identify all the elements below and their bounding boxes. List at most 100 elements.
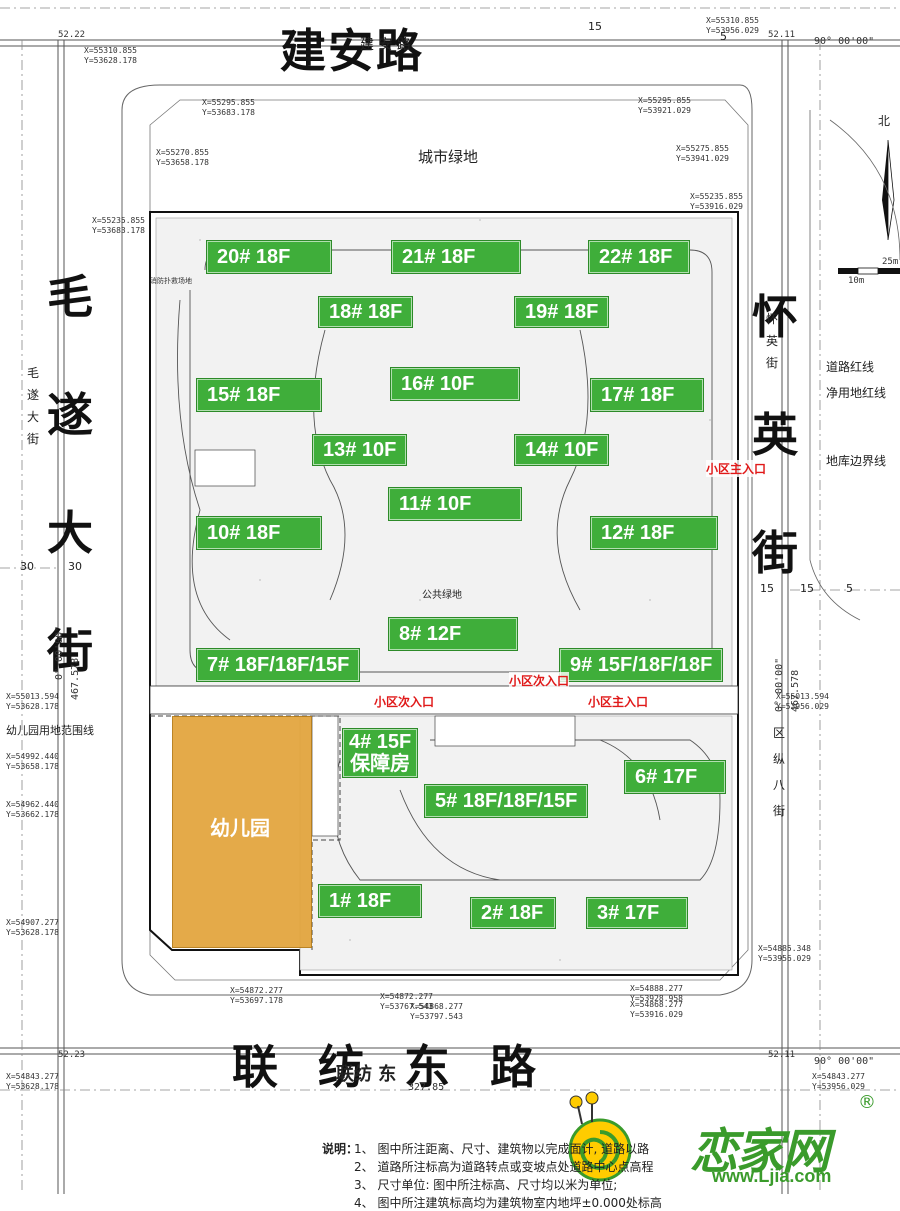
building-label: 12# 18F bbox=[601, 522, 675, 544]
dim-bottom: 327.85 bbox=[408, 1082, 445, 1093]
coordinate-label: X=54872.277 bbox=[230, 986, 283, 995]
building-label: 4# 15F bbox=[349, 731, 412, 753]
coordinate-label: Y=53916.029 bbox=[630, 1010, 683, 1019]
num-30-right: 30 bbox=[68, 560, 82, 573]
building-label: 10# 18F bbox=[207, 522, 281, 544]
city-green-label: 城市绿地 bbox=[418, 148, 479, 166]
road-width-bottom-right: 52.11 bbox=[768, 1050, 796, 1060]
building-label: 2# 18F bbox=[481, 902, 544, 924]
road-width-bottom-left: 52.23 bbox=[58, 1050, 86, 1060]
num-15-b: 15 bbox=[800, 582, 814, 595]
coordinate-label: X=54868.277 bbox=[630, 1000, 683, 1009]
coordinate-label: X=54962.440 bbox=[6, 800, 59, 809]
building-label: 9# 15F/18F/18F bbox=[570, 654, 713, 676]
num-30-left: 30 bbox=[20, 560, 34, 573]
notes-title: 说明： bbox=[322, 1142, 359, 1156]
note-1: 1、 图中所注距离、尺寸、建筑物以完成面计, 道路以路 bbox=[354, 1142, 650, 1156]
road-red-line-label: 道路红线 bbox=[826, 360, 875, 374]
building-label: 5# 18F/18F/15F bbox=[435, 790, 578, 812]
building-label: 22# 18F bbox=[599, 246, 673, 268]
building-15: 15# 18F bbox=[196, 378, 322, 412]
building-14: 14# 10F bbox=[514, 434, 610, 466]
building-17: 17# 18F bbox=[590, 378, 704, 412]
num-15-top: 15 bbox=[588, 20, 602, 33]
coordinate-label: X=55013.594 bbox=[776, 692, 829, 701]
coordinate-label: Y=53697.178 bbox=[230, 996, 283, 1005]
coordinate-label: Y=53928.958 bbox=[630, 994, 683, 1003]
building-label: 7# 18F/18F/15F bbox=[207, 654, 350, 676]
coordinate-label: Y=53628.178 bbox=[6, 1082, 59, 1091]
public-green-label: 公共绿地 bbox=[422, 590, 462, 601]
brand-logo-url: www.Ljia.com bbox=[712, 1166, 832, 1186]
coordinate-label: Y=53662.178 bbox=[6, 810, 59, 819]
coordinate-label: X=55295.855 bbox=[638, 96, 691, 105]
gate-secondary-mid: 小区次入口 bbox=[509, 672, 570, 689]
coordinate-label: Y=53658.178 bbox=[156, 158, 209, 167]
road-name-west: 毛遂大街 bbox=[47, 270, 93, 678]
building-3: 3# 17F bbox=[586, 897, 688, 929]
building-12: 12# 18F bbox=[590, 516, 718, 550]
coordinate-label: Y=53916.029 bbox=[690, 202, 743, 211]
building-19: 19# 18F bbox=[514, 296, 610, 328]
building-label: 3# 17F bbox=[597, 902, 660, 924]
num-5-top: 5 bbox=[720, 30, 727, 43]
coordinate-label: Y=53658.178 bbox=[6, 762, 59, 771]
angle-bottom: 90° 00'00" bbox=[814, 1056, 875, 1067]
building-label: 20# 18F bbox=[217, 246, 291, 268]
coordinate-label: Y=53628.178 bbox=[6, 702, 59, 711]
brand-logo-reg: ® bbox=[858, 1092, 876, 1113]
road-name-north-inner: 建 安 路 bbox=[360, 37, 411, 53]
coordinate-label: X=54888.277 bbox=[630, 984, 683, 993]
building-16: 16# 10F bbox=[390, 367, 520, 401]
building-label: 21# 18F bbox=[402, 246, 476, 268]
kindergarten-block bbox=[172, 716, 312, 948]
num-5: 5 bbox=[846, 582, 853, 595]
coordinate-label: Y=53956.029 bbox=[776, 702, 829, 711]
coordinate-label: Y=53683.178 bbox=[202, 108, 255, 117]
gate-main-east: 小区主入口 bbox=[706, 460, 767, 477]
scale-25-label: 25m bbox=[882, 257, 899, 267]
building-label: 1# 18F bbox=[329, 890, 392, 912]
coordinate-label: X=54868.277 bbox=[410, 1002, 463, 1011]
coordinate-label: Y=53956.029 bbox=[758, 954, 811, 963]
road-name-east: 怀英街 bbox=[752, 290, 798, 580]
building-10: 10# 18F bbox=[196, 516, 322, 550]
road-width-top-right: 52.11 bbox=[768, 30, 796, 40]
coordinate-label: Y=53767.543 bbox=[380, 1002, 433, 1011]
coordinate-label: Y=53797.543 bbox=[410, 1012, 463, 1021]
coordinate-label: X=55270.855 bbox=[156, 148, 209, 157]
building-label: 14# 10F bbox=[525, 439, 599, 461]
building-6: 6# 17F bbox=[624, 760, 726, 794]
building-7: 7# 18F/18F/15F bbox=[196, 648, 361, 682]
coordinate-label: Y=53956.029 bbox=[812, 1082, 865, 1091]
building-21: 21# 18F bbox=[391, 240, 521, 274]
building-label: 11# 10F bbox=[399, 493, 472, 515]
angle-left: 0° 00'00" bbox=[54, 625, 65, 680]
coordinate-label: Y=53628.178 bbox=[6, 928, 59, 937]
coordinate-label: X=55235.855 bbox=[92, 216, 145, 225]
brand-logo-text: 恋家网 bbox=[690, 1124, 830, 1180]
building-label: 19# 18F bbox=[525, 301, 599, 323]
building-label: 6# 17F bbox=[635, 766, 698, 788]
road-name-east-lower: 区纵八街 bbox=[772, 726, 785, 818]
building-label: 18# 18F bbox=[329, 301, 403, 323]
gate-main-south: 小区主入口 bbox=[588, 693, 649, 710]
coordinate-label: Y=53956.029 bbox=[706, 26, 759, 35]
coordinate-label: Y=53921.029 bbox=[638, 106, 691, 115]
road-name-north: 建安路 bbox=[280, 24, 424, 78]
note-3: 3、 尺寸单位: 图中所注标高、尺寸均以米为单位; bbox=[354, 1178, 618, 1192]
road-name-south: 联纺东路 bbox=[232, 1040, 576, 1094]
coordinate-label: X=54872.277 bbox=[380, 992, 433, 1001]
building-5: 5# 18F/18F/15F bbox=[424, 784, 589, 818]
kindergarten-label: 幼儿园 bbox=[210, 816, 270, 840]
fire-operation-label: 消防扑救场地 bbox=[150, 277, 192, 285]
coordinate-label: X=55275.855 bbox=[676, 144, 729, 153]
net-land-line-label: 净用地红线 bbox=[826, 386, 887, 400]
num-15-a: 15 bbox=[760, 582, 774, 595]
coordinate-label: Y=53628.178 bbox=[84, 56, 137, 65]
building-9: 9# 15F/18F/18F bbox=[559, 648, 724, 682]
building-label: 13# 10F bbox=[323, 439, 397, 461]
coordinate-label: X=54885.348 bbox=[758, 944, 811, 953]
